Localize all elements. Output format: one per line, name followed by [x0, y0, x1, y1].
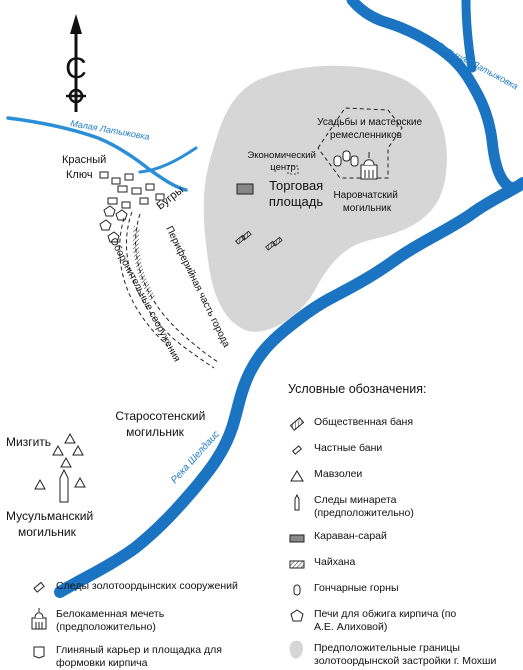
legend-item: Гончарные горны	[288, 582, 518, 598]
place-economic-center: Экономический центр	[247, 150, 318, 173]
place-narovchat: Наровчатский могильник	[333, 190, 400, 214]
legend-item: Глиняный карьер и площадка для формовки …	[30, 644, 270, 670]
river-malaya	[6, 116, 188, 192]
legend-label: Караван-сарай	[314, 530, 387, 542]
legend-label: Печи для обжига кирпича (по А.Е. Алихово…	[314, 608, 457, 633]
legend-label: Мавзолеи	[314, 468, 363, 480]
town-boundary-area	[203, 65, 447, 332]
mausoleums-mizgit	[34, 432, 86, 490]
river-sheldais	[54, 177, 523, 598]
trade-square-outline	[287, 165, 299, 175]
legend-item: Караван-сарай	[288, 530, 518, 546]
legend-bottom: Следы золотоордынских сооружений Белокам…	[30, 580, 270, 670]
place-trade-square: Торговая площадь	[269, 178, 327, 209]
north-letter: С	[65, 52, 87, 85]
place-krasny-klyuch: Красный Ключ	[62, 154, 109, 181]
legend-item: Чайхана	[288, 556, 518, 572]
brick-kilns-bugry	[99, 205, 128, 243]
legend-label: Глиняный карьер и площадка для формовки …	[56, 644, 222, 669]
mausoleum-icon	[288, 468, 306, 484]
pottery-kilns-town	[333, 150, 359, 167]
place-muslim: Мусульманский могильник	[6, 509, 97, 539]
mosque-icon	[30, 608, 48, 630]
legend-item: Печи для обжига кирпича (по А.Е. Алихово…	[288, 608, 518, 634]
teahouse-icon	[288, 556, 306, 572]
caravanserai-mark	[236, 183, 254, 195]
private-bath-icon	[288, 442, 306, 458]
legend-label: Частные бани	[314, 442, 383, 454]
legend-label: Белокаменная мечеть (предположительно)	[56, 608, 165, 633]
mosque-town	[360, 152, 378, 180]
legend-item: Белокаменная мечеть (предположительно)	[30, 608, 270, 634]
river-label-malaya: Малая Латыжовка	[70, 118, 151, 142]
legend-label: Гончарные горны	[314, 582, 399, 594]
crafts-dashed-zone	[317, 107, 403, 179]
pottery-kiln-icon	[288, 582, 306, 598]
legend-label: Следы минарета (предположительно)	[314, 494, 414, 519]
place-mizgit: Мизгить	[6, 435, 51, 449]
town-boundary-icon	[288, 640, 306, 659]
legend-label: Чайхана	[314, 556, 356, 568]
baths-town	[235, 230, 283, 251]
place-fortifications: Оборонительные сооружения	[107, 236, 183, 364]
legend-item: Частные бани	[288, 442, 518, 458]
legend-label: Предположительные границы золотоордынско…	[314, 642, 497, 667]
krasny-klyuch-buildings	[99, 171, 165, 209]
brick-kiln-icon	[288, 608, 306, 624]
compass-arrow-icon: С	[65, 14, 87, 112]
legend-label: Следы золотоордынских сооружений	[56, 580, 238, 592]
legend-item: Общественная баня	[288, 416, 518, 432]
golden-horde-structure-icon	[30, 580, 48, 596]
place-crafts: Усадьбы и мастерские ремесленников	[317, 116, 425, 141]
public-bath-icon	[288, 416, 306, 432]
legend-label: Общественная баня	[314, 416, 414, 428]
legend: Условные обозначения: Общественная баня …	[288, 382, 518, 668]
rivers	[6, 0, 523, 598]
legend-item: Следы минарета (предположительно)	[288, 493, 518, 520]
legend-item: Мавзолеи	[288, 468, 518, 484]
legend-title: Условные обозначения:	[288, 382, 427, 396]
caravanserai-icon	[288, 530, 306, 546]
hatched-outer-rampart	[132, 226, 156, 300]
clay-quarry-icon	[30, 644, 48, 660]
minaret-icon	[288, 493, 306, 511]
place-starosotensky: Старосотенский могильник	[115, 409, 208, 439]
legend-item: Предположительные границы золотоордынско…	[288, 640, 518, 668]
legend-item: Следы золотоордынских сооружений	[30, 580, 270, 596]
place-bugry: Бугры	[154, 184, 186, 212]
minaret-mizgit	[59, 468, 69, 503]
